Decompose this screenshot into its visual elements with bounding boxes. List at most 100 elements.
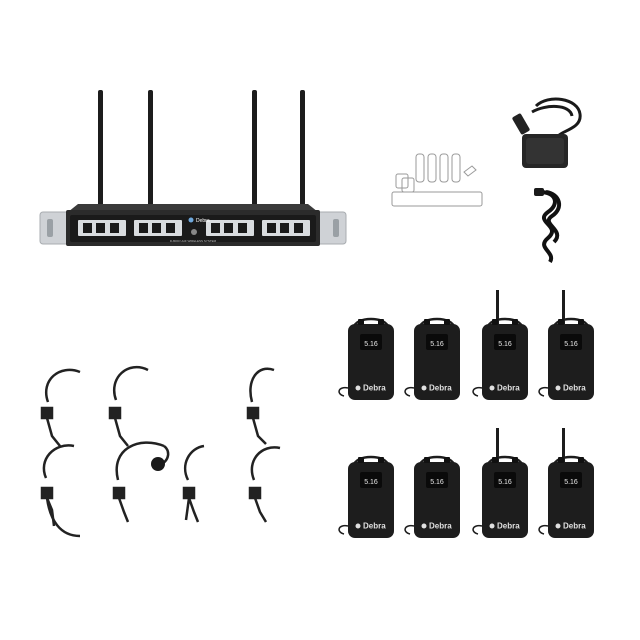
bodypack-display-text: 5.16	[364, 479, 378, 486]
bodypack-screen	[560, 334, 582, 350]
power-adapter	[508, 96, 588, 172]
bodypack-logo-icon	[489, 523, 495, 529]
bodypack-logo-icon	[555, 385, 561, 391]
antenna-2	[148, 90, 153, 208]
bodypack-knob	[512, 457, 518, 463]
logo-icon	[188, 217, 194, 223]
headset-mic-foam	[151, 457, 165, 471]
bodypack-knob	[492, 457, 498, 463]
rack-ear-right	[315, 211, 347, 245]
bodypack-knob	[444, 457, 450, 463]
bodypack-body	[348, 462, 394, 538]
bodypack-knob	[578, 319, 584, 325]
bodypack-brand: Debra	[363, 522, 386, 531]
bodypack-screen	[560, 472, 582, 488]
rack-ear-left	[39, 211, 71, 245]
bodypack-cable	[404, 386, 415, 397]
bodypack-antenna	[562, 290, 565, 330]
bodypack-display-text: 5.16	[364, 341, 378, 348]
headset-2	[108, 365, 149, 447]
antenna-4	[300, 90, 305, 208]
receiver-model: D-8000 UHF WIRELESS SYSTEM	[170, 239, 217, 243]
kit-diagram	[388, 148, 488, 212]
headset-7	[248, 446, 281, 523]
bodypack-brand: Debra	[363, 384, 386, 393]
bodypack-screen	[494, 472, 516, 488]
antenna-1	[98, 90, 103, 208]
bodypack-logo-icon	[489, 385, 495, 391]
bodypack-display-text: 5.16	[430, 341, 444, 348]
receiver-graphic: Debra D-8000 UHF WIRELESS SYSTEM	[39, 90, 347, 246]
bodypack-brand: Debra	[563, 384, 586, 393]
bodypack-knob	[512, 319, 518, 325]
bodypack-knob	[492, 319, 498, 325]
bodypack-logo-icon	[421, 385, 427, 391]
bodypack-knob	[378, 319, 384, 325]
power-adapter-icon	[512, 97, 582, 168]
bodypack-cable	[472, 524, 483, 535]
bodypack-screen	[360, 472, 382, 488]
bodypack-knob	[578, 457, 584, 463]
bodypack-knob	[424, 457, 430, 463]
bodypack-body	[548, 324, 594, 400]
bodypack-display-text: 5.16	[564, 479, 578, 486]
bodypack-display-text: 5.16	[498, 341, 512, 348]
bodypack-display-text: 5.16	[564, 341, 578, 348]
bodypacks-graphic: 5.16Debra5.16Debra5.16Debra5.16Debra5.16…	[338, 290, 594, 538]
bodypack-brand: Debra	[497, 384, 520, 393]
bodypack-cable	[538, 386, 549, 397]
bodypack-cable	[404, 524, 415, 535]
bodypack-knob	[358, 457, 364, 463]
kit-diagram-graphic	[391, 153, 483, 207]
audio-cable	[526, 186, 570, 266]
bodypack-screen	[426, 334, 448, 350]
bodypack-knob	[378, 457, 384, 463]
bodypack-body	[482, 324, 528, 400]
bodypack-knob	[358, 319, 364, 325]
bodypack-logo-icon	[421, 523, 427, 529]
bodypack-brand: Debra	[563, 522, 586, 531]
bodypack-knob	[444, 319, 450, 325]
antenna-3	[252, 90, 257, 208]
bodypack-brand: Debra	[497, 522, 520, 531]
headsets-graphic	[40, 365, 281, 538]
bodypack-display-text: 5.16	[498, 479, 512, 486]
bodypack-body	[482, 462, 528, 538]
bodypack-body	[348, 324, 394, 400]
bodypack-knob	[558, 319, 564, 325]
headset-6	[182, 444, 205, 523]
bodypack-screen	[360, 334, 382, 350]
bodypack-cable	[338, 524, 349, 535]
audio-cable-icon	[534, 188, 562, 264]
bodypack-antenna	[562, 428, 565, 468]
receiver-unit: Debra D-8000 UHF WIRELESS SYSTEM	[38, 88, 348, 248]
headset-group	[30, 360, 300, 550]
bodypack-body	[548, 462, 594, 538]
bodypack-knob	[424, 319, 430, 325]
bodypack-brand: Debra	[429, 384, 452, 393]
bodypack-logo-icon	[355, 523, 361, 529]
headset-3	[246, 367, 275, 445]
bodypack-antenna	[496, 290, 499, 330]
headset-5	[112, 441, 170, 523]
bodypack-knob	[558, 457, 564, 463]
power-button-icon	[191, 229, 197, 235]
headset-1	[40, 368, 81, 447]
bodypack-brand: Debra	[429, 522, 452, 531]
bodypack-body	[414, 462, 460, 538]
bodypack-display-text: 5.16	[430, 479, 444, 486]
bodypack-cable	[538, 524, 549, 535]
bodypack-screen	[426, 472, 448, 488]
bodypack-logo-icon	[355, 385, 361, 391]
bodypack-cable	[472, 386, 483, 397]
bodypack-screen	[494, 334, 516, 350]
